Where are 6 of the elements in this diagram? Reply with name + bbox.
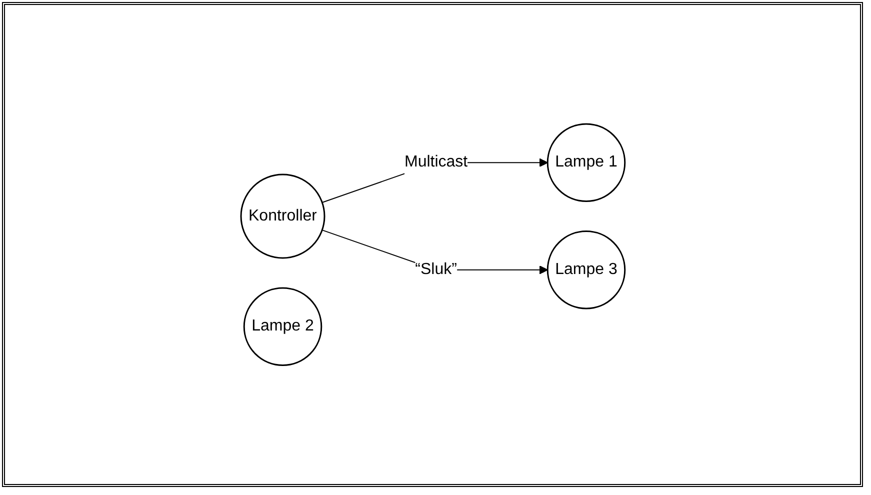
node-circle: Lampe 2: [242, 287, 322, 366]
node-circle: Lampe 3: [546, 230, 626, 310]
edge-label: Multicast: [404, 153, 468, 170]
node-circle: Lampe 1: [546, 123, 626, 202]
edge-label: “Sluk”: [414, 260, 456, 278]
node-circle: Kontroller: [240, 174, 325, 259]
